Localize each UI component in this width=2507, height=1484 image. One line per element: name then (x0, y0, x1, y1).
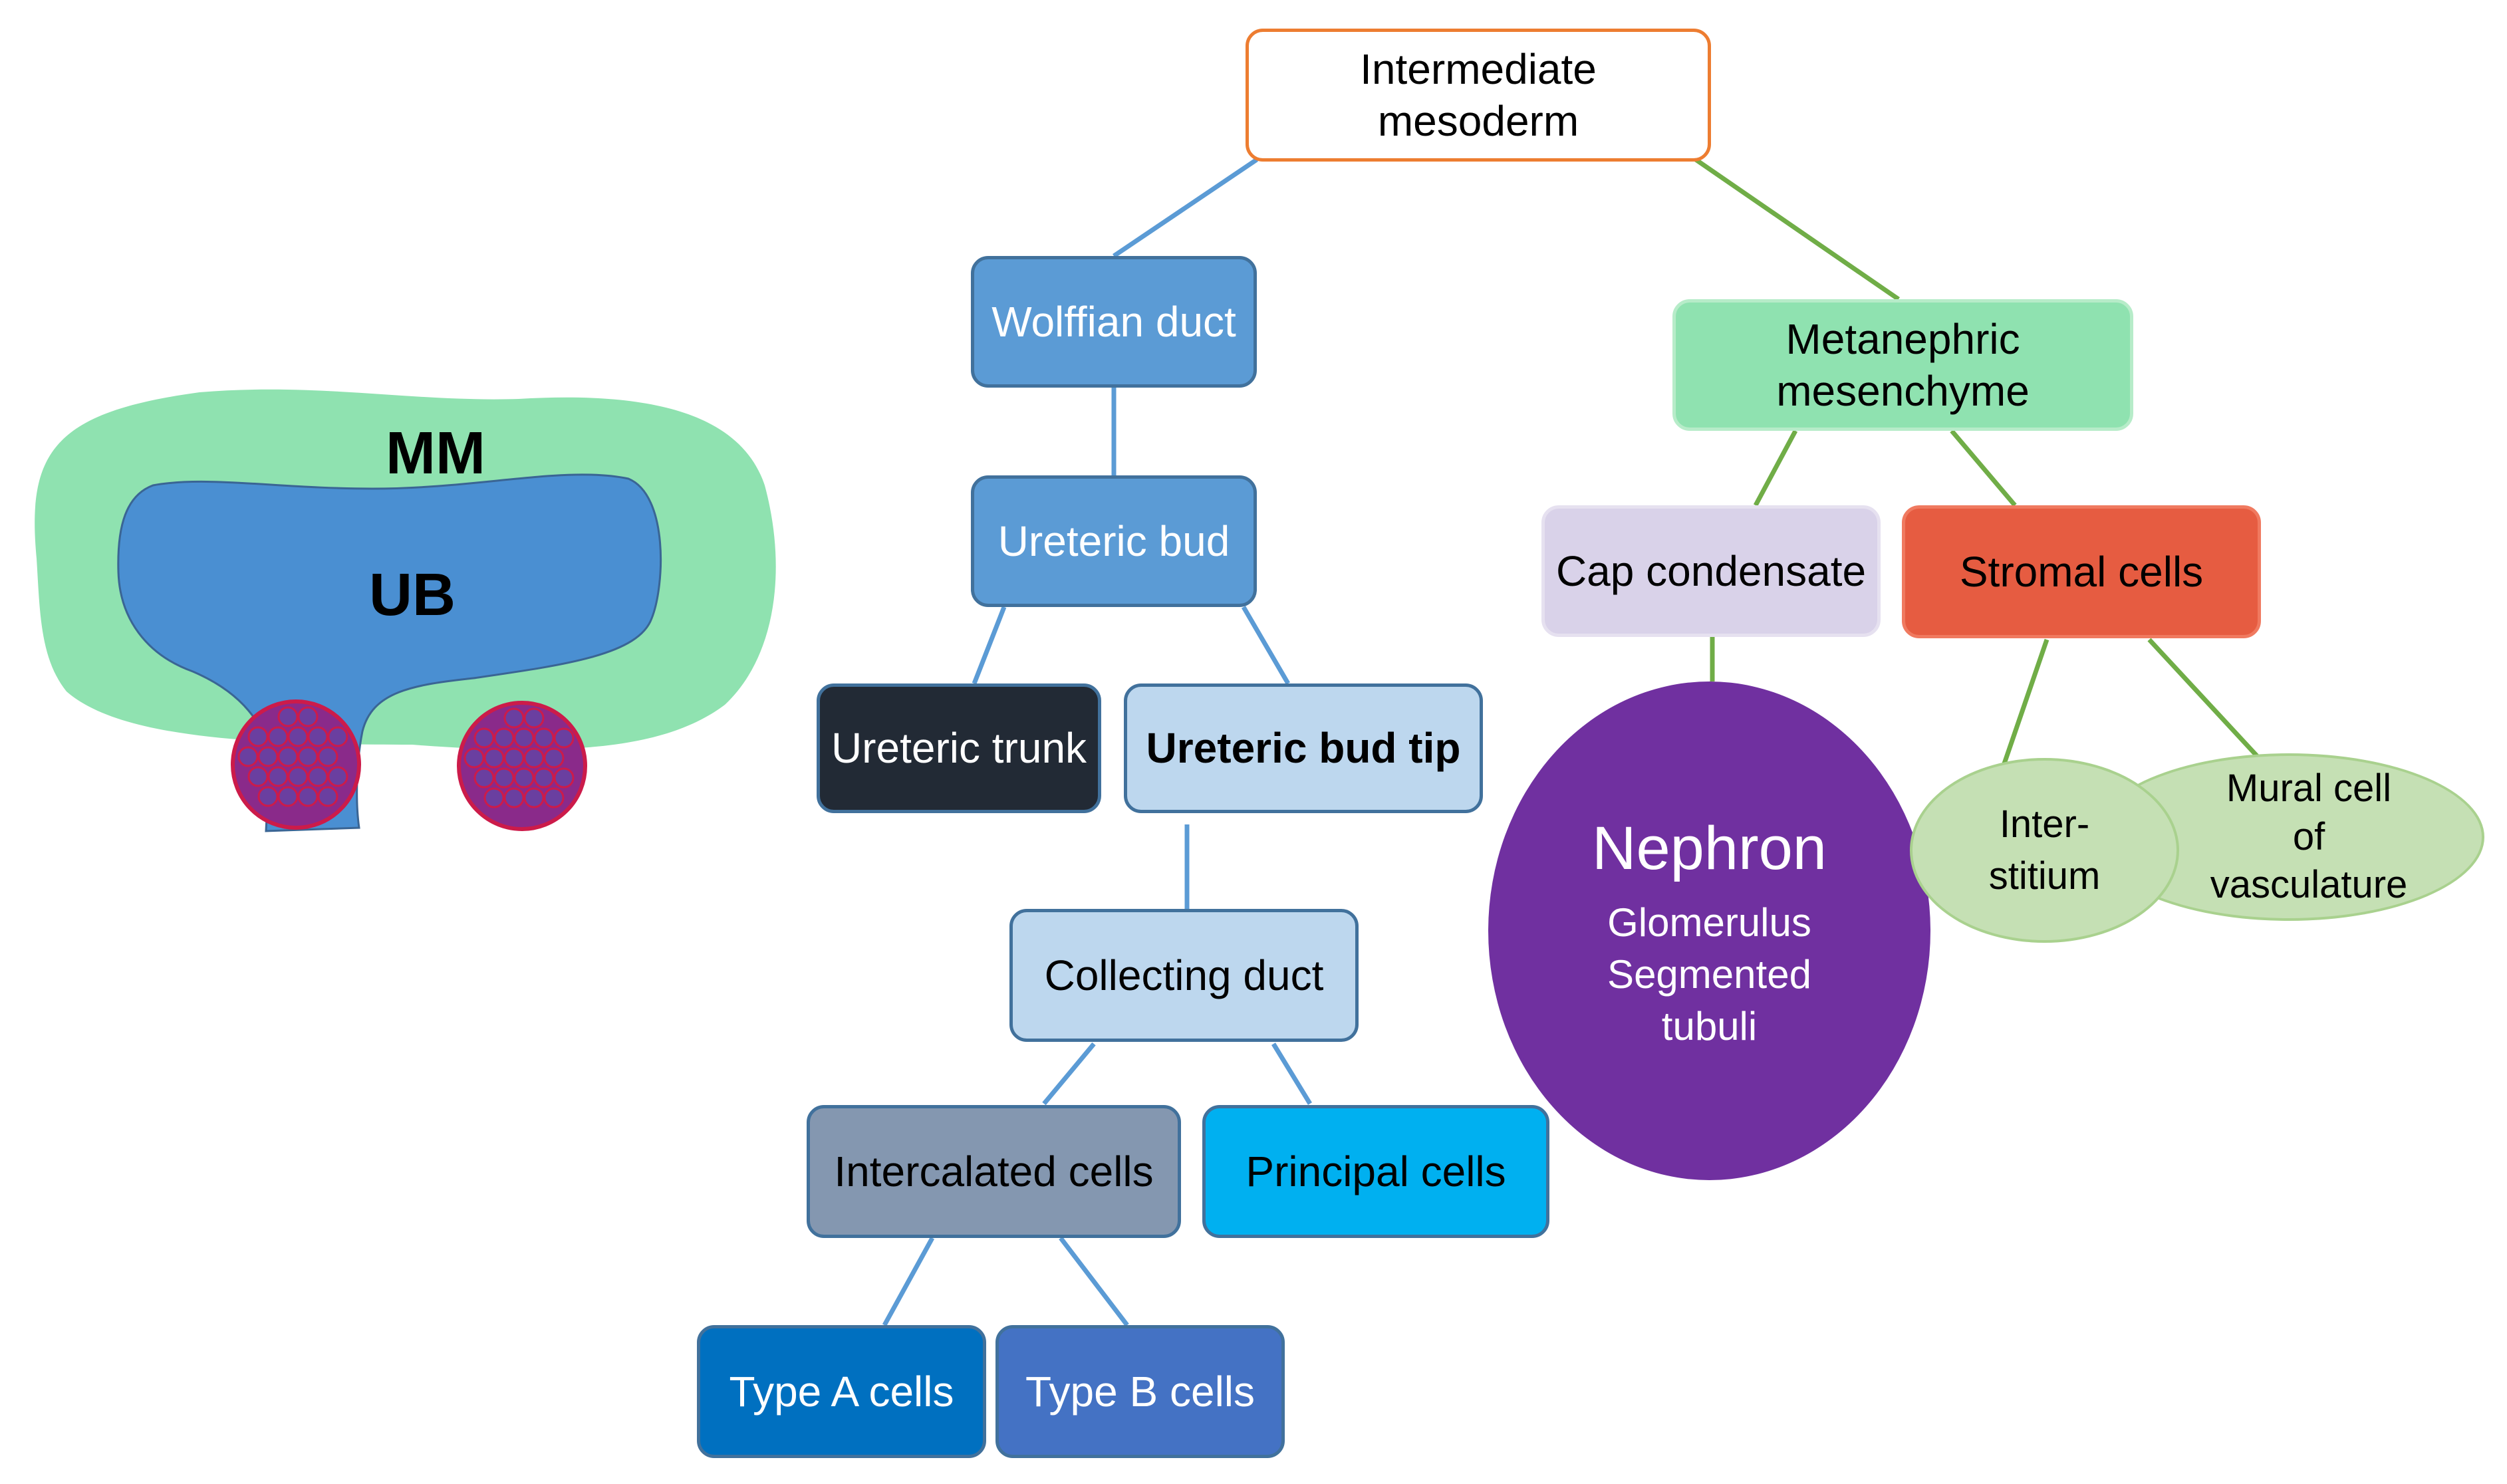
wolffian-duct-node: Wolffian duct (971, 256, 1257, 388)
link-mesoderm-mm (1694, 158, 1900, 301)
cluster-cell (503, 707, 525, 729)
ureteric-bud-tip-node: Ureteric bud tip (1124, 683, 1483, 813)
cluster-cell (287, 766, 309, 787)
cluster-cell (297, 746, 319, 767)
cluster-cell (237, 746, 259, 767)
type-a-cells-node: Type A cells (697, 1325, 986, 1458)
mm-label: MM (386, 420, 485, 487)
cluster-cell (277, 746, 299, 767)
cluster-cell (297, 706, 319, 727)
cluster-cell (533, 727, 555, 749)
nephron-oval: Nephron Glomerulus Segmented tubuli (1488, 681, 1930, 1180)
cluster-cell (257, 746, 279, 767)
cluster-cell (267, 766, 289, 787)
ub-region (117, 473, 662, 832)
cluster-cell (297, 786, 319, 807)
principal-cells-node: Principal cells (1202, 1105, 1549, 1238)
intermediate-mesoderm-node: Intermediate mesoderm (1246, 29, 1711, 162)
stromal-cells-node: Stromal cells (1902, 505, 2261, 638)
cluster-cell (523, 707, 545, 729)
cluster-cell (493, 767, 515, 789)
cell-cluster (457, 701, 587, 831)
cluster-cell (327, 766, 348, 787)
link-ic-typea (882, 1237, 935, 1326)
cluster-cell (327, 726, 348, 747)
cluster-cell (513, 767, 535, 789)
cluster-cell (317, 746, 338, 767)
link-mm-stromal (1950, 429, 2017, 507)
cluster-cell (257, 786, 279, 807)
link-ic-typeb (1059, 1236, 1129, 1327)
cluster-cell (503, 747, 525, 769)
cluster-cell (267, 726, 289, 747)
cluster-cell (523, 747, 545, 769)
ub-label: UB (369, 562, 456, 628)
metanephric-mesenchyme-node: Metanephric mesenchyme (1672, 299, 2133, 431)
cluster-cell (473, 727, 495, 749)
cluster-cell (513, 727, 535, 749)
link-stromal-mural (2147, 638, 2260, 759)
cluster-cell (533, 767, 555, 789)
ureteric-bud-node: Ureteric bud (971, 475, 1257, 607)
cluster-cell (553, 767, 575, 789)
nephron-title: Nephron (1592, 814, 1827, 883)
type-b-cells-node: Type B cells (995, 1325, 1285, 1458)
cluster-cell (247, 726, 269, 747)
link-cd-ic (1042, 1042, 1096, 1106)
link-mm-cap (1753, 430, 1798, 507)
intercalated-cells-node: Intercalated cells (807, 1105, 1181, 1238)
cluster-cell (287, 726, 309, 747)
interstitium-oval: Inter-stitium (1910, 758, 2179, 943)
cluster-cell (543, 787, 565, 808)
link-ub-trunk (972, 606, 1007, 685)
cluster-cell (307, 726, 329, 747)
cluster-cell (277, 786, 299, 807)
link-mesoderm-wolffian (1113, 158, 1258, 258)
cluster-cell (553, 727, 575, 749)
link-cd-pc (1271, 1043, 1312, 1105)
ureteric-trunk-node: Ureteric trunk (817, 683, 1101, 813)
cluster-cell (493, 727, 515, 749)
cluster-cell (503, 787, 525, 808)
nephron-line-2: Segmented tubuli (1607, 951, 1811, 1049)
link-ub-tip (1241, 606, 1291, 685)
kidney-illustration: MM UB (35, 389, 776, 832)
cluster-cell (463, 747, 485, 769)
cell-clusters (231, 699, 587, 831)
cluster-cell (473, 767, 495, 789)
nephron-line-1: Glomerulus (1607, 900, 1811, 945)
cluster-cell (483, 787, 505, 808)
cluster-cell (523, 787, 545, 808)
cell-cluster (231, 699, 361, 830)
cluster-cell (277, 706, 299, 727)
link-stromal-interstitium (1999, 638, 2049, 773)
cluster-cell (317, 786, 338, 807)
collecting-duct-node: Collecting duct (1009, 909, 1359, 1042)
cluster-cell (483, 747, 505, 769)
cluster-cell (247, 766, 269, 787)
cluster-cell (543, 747, 565, 769)
cap-condensate-node: Cap condensate (1541, 505, 1881, 637)
cluster-cell (307, 766, 329, 787)
